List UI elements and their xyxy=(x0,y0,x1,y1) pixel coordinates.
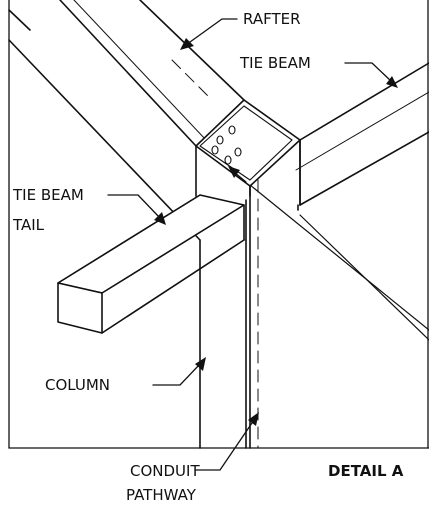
label-column: COLUMN xyxy=(45,376,110,394)
arrowheads xyxy=(154,38,398,426)
detail-title: DETAIL A xyxy=(328,462,404,480)
leader-rafter xyxy=(189,18,238,43)
label-conduit-1: CONDUIT xyxy=(130,462,200,480)
arrowhead-conduit xyxy=(248,412,259,426)
label-rafter: RAFTER xyxy=(243,10,301,28)
arrowhead-bracket xyxy=(228,166,240,178)
label-tie-beam: TIE BEAM xyxy=(239,54,311,72)
arrowhead-tie-beam xyxy=(386,76,398,88)
leader-tie-beam-tail xyxy=(107,194,161,219)
guide-line-2 xyxy=(299,214,429,341)
arrowhead-rafter xyxy=(180,38,194,50)
label-tie-beam-tail-2: TAIL xyxy=(12,216,45,234)
arrowhead-tie-beam-tail xyxy=(154,212,166,225)
guide-line xyxy=(233,171,429,331)
leader-tie-beam xyxy=(344,62,393,83)
background-edge-2 xyxy=(8,9,31,31)
label-tie-beam-tail-1: TIE BEAM xyxy=(12,186,84,204)
tie-beam xyxy=(295,62,429,206)
column xyxy=(199,179,299,449)
arrowhead-column xyxy=(195,357,206,371)
tie-beam-tail xyxy=(57,194,245,334)
rafter xyxy=(59,0,245,147)
leader-conduit xyxy=(195,419,255,471)
bracket-bolts xyxy=(211,125,242,165)
leader-column xyxy=(152,363,201,386)
label-conduit-2: PATHWAY xyxy=(126,486,197,504)
post-cap-bracket xyxy=(195,99,301,206)
background-edge-1 xyxy=(8,39,201,241)
